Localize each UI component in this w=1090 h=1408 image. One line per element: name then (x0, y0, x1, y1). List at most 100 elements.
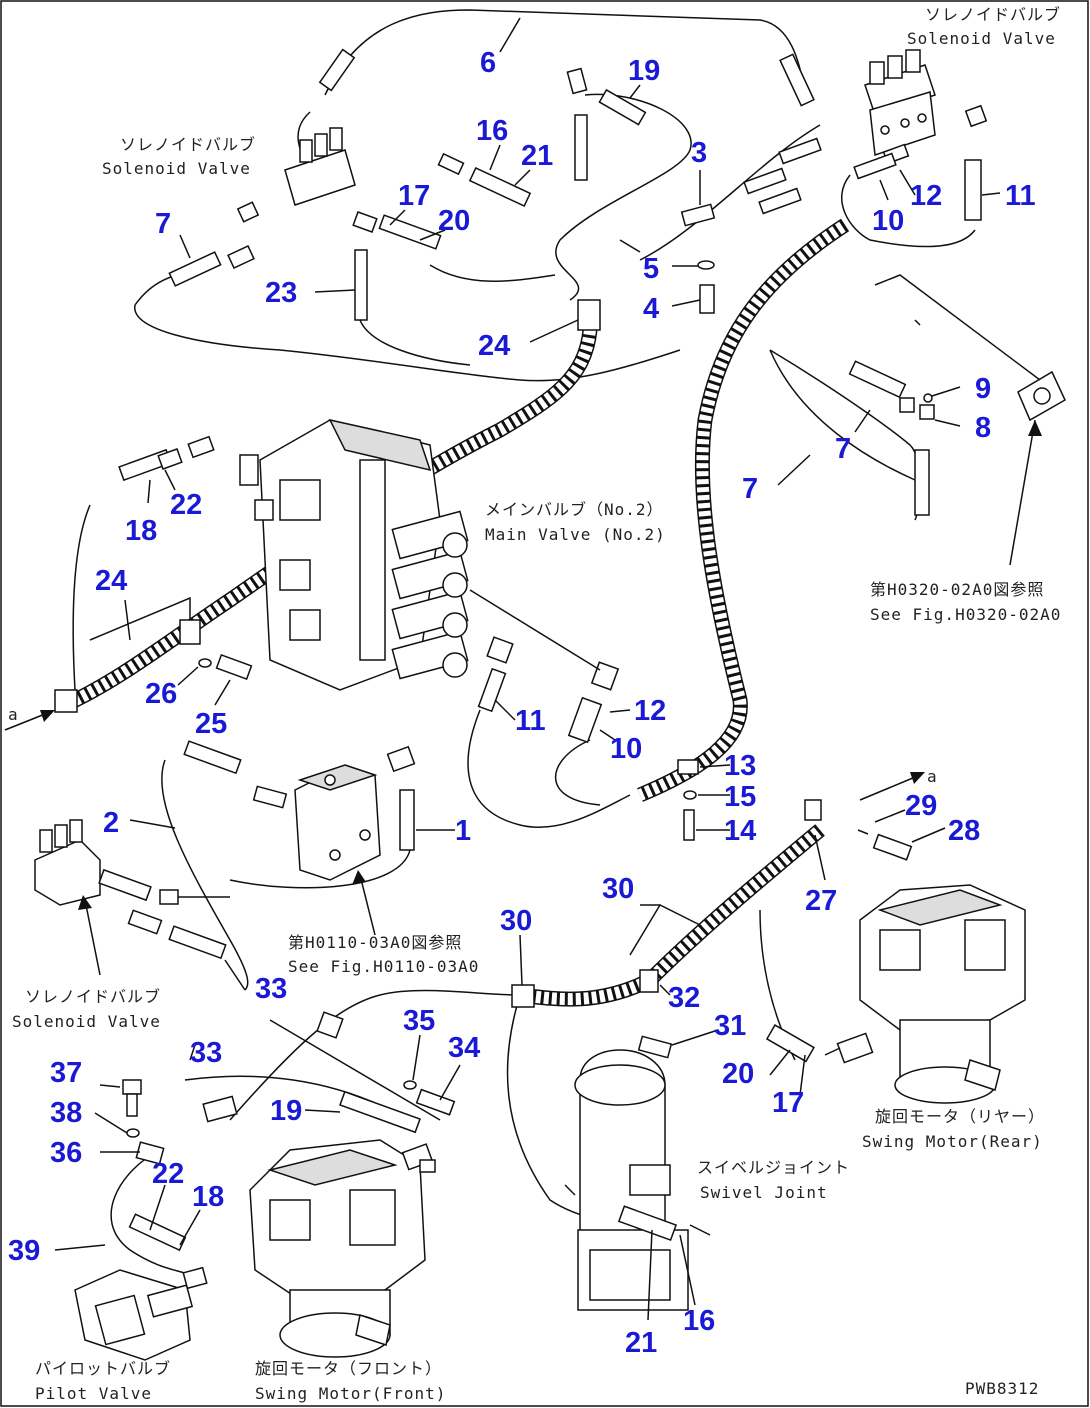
callout-16: 16 (476, 115, 508, 147)
label-solenoid-top-right-en: Solenoid Valve (907, 29, 1056, 48)
label-swing-front-jp: 旋回モータ（フロント） (255, 1359, 442, 1378)
callout-7b: 7 (835, 433, 851, 465)
fittings-8-9 (848, 274, 1066, 566)
callout-3: 3 (691, 137, 707, 169)
callout-9: 9 (975, 373, 991, 405)
callout-20: 20 (438, 205, 470, 237)
callout-19: 19 (628, 55, 660, 87)
callout-10b: 10 (610, 733, 642, 765)
label-main-valve-en: Main Valve (No.2) (485, 525, 666, 544)
callout-13: 13 (724, 750, 756, 782)
callout-1: 1 (455, 815, 471, 847)
callout-6: 6 (480, 47, 496, 79)
clamp-30 (511, 904, 701, 1008)
label-swing-front-en: Swing Motor(Front) (255, 1384, 446, 1403)
clamp-33 (202, 1011, 456, 1134)
callout-29: 29 (905, 790, 937, 822)
callout-25: 25 (195, 708, 227, 740)
label-solenoid-left-en: Solenoid Valve (12, 1012, 161, 1031)
callout-28: 28 (948, 815, 980, 847)
callout-17: 17 (398, 180, 430, 212)
callout-18b: 18 (192, 1181, 224, 1213)
callout-37: 37 (50, 1057, 82, 1089)
callout-32: 32 (668, 982, 700, 1014)
callout-11: 11 (1005, 180, 1036, 212)
callout-14: 14 (724, 815, 756, 847)
swivel-joint (564, 1035, 711, 1311)
solenoid-valve-left (34, 819, 230, 976)
label-swing-rear-en: Swing Motor(Rear) (862, 1132, 1043, 1151)
label-solenoid-top-left-jp: ソレノイドバルブ (120, 135, 256, 154)
callout-18: 18 (125, 515, 157, 547)
label-solenoid-left-jp: ソレノイドバルブ (25, 987, 161, 1006)
callout-36: 36 (50, 1137, 82, 1169)
leader-lines (54, 17, 1001, 1321)
callout-7c: 7 (742, 473, 758, 505)
solenoid-valve-top-left (168, 48, 815, 321)
callout-23: 23 (265, 277, 297, 309)
callout-numbers: 6 19 16 21 3 7 17 20 23 24 5 4 12 11 10 … (8, 47, 1036, 1359)
callout-24: 24 (478, 330, 510, 362)
callout-16b: 16 (683, 1305, 715, 1337)
callout-5: 5 (643, 253, 659, 285)
callout-33b: 33 (190, 1037, 222, 1069)
label-see-fig-h0110-jp: 第H0110-03A0図参照 (288, 933, 462, 952)
label-swing-rear-jp: 旋回モータ（リヤー） (875, 1107, 1045, 1126)
fittings-28-29 (804, 772, 925, 861)
callout-8: 8 (975, 412, 991, 444)
label-see-fig-h0320-en: See Fig.H0320-02A0 (870, 605, 1061, 624)
pilot-valve (74, 1213, 208, 1361)
swing-motor-rear (765, 884, 1026, 1104)
label-see-fig-h0320-jp: 第H0320-02A0図参照 (870, 580, 1044, 599)
callout-17b: 17 (772, 1087, 804, 1119)
callout-12b: 12 (634, 695, 666, 727)
callout-24b: 24 (95, 565, 127, 597)
callout-30: 30 (602, 873, 634, 905)
label-pilot-en: Pilot Valve (35, 1384, 152, 1403)
bolts-36-38 (122, 1079, 165, 1165)
callout-11b: 11 (515, 705, 546, 737)
label-see-fig-h0110-en: See Fig.H0110-03A0 (288, 957, 479, 976)
callout-19b: 19 (270, 1095, 302, 1127)
label-main-valve-jp: メインバルブ（No.2） (485, 500, 664, 519)
callout-26: 26 (145, 678, 177, 710)
callout-27: 27 (805, 885, 837, 917)
callout-12: 12 (910, 180, 942, 212)
callout-30b: 30 (500, 905, 532, 937)
clamp-3 (619, 203, 716, 314)
callout-31: 31 (714, 1010, 746, 1042)
drawing-code: PWB8312 (965, 1379, 1039, 1398)
label-arrow-a-left: a (8, 705, 19, 724)
callout-22: 22 (170, 489, 202, 521)
main-valve (118, 418, 620, 744)
callout-15: 15 (724, 781, 756, 813)
callout-35: 35 (403, 1005, 435, 1037)
callout-38: 38 (50, 1097, 82, 1129)
corrugated-hose-7 (637, 218, 850, 802)
callout-39: 39 (8, 1235, 40, 1267)
clamp-24-lower (54, 596, 253, 713)
callout-21: 21 (521, 140, 553, 172)
clamp-13 (677, 759, 699, 841)
valve-block-1 (183, 740, 416, 936)
label-arrow-a-right: a (927, 767, 938, 786)
callout-34: 34 (448, 1032, 480, 1064)
label-pilot-jp: パイロットバルブ (35, 1359, 171, 1378)
callout-22b: 22 (152, 1158, 184, 1190)
callout-33: 33 (255, 973, 287, 1005)
callout-21b: 21 (625, 1327, 657, 1359)
label-swivel-jp: スイベルジョイント (697, 1158, 850, 1177)
callout-10: 10 (872, 205, 904, 237)
callout-20b: 20 (722, 1058, 754, 1090)
label-swivel-en: Swivel Joint (700, 1183, 828, 1202)
clamp-24-top (577, 299, 601, 331)
swing-motor-front (249, 1139, 436, 1358)
arrow-a-left (4, 710, 55, 731)
label-solenoid-top-left-en: Solenoid Valve (102, 159, 251, 178)
corrugated-hose-27 (519, 824, 825, 1007)
label-solenoid-top-right-jp: ソレノイドバルブ (925, 5, 1061, 24)
callout-2: 2 (103, 807, 119, 839)
callout-7: 7 (155, 208, 171, 240)
